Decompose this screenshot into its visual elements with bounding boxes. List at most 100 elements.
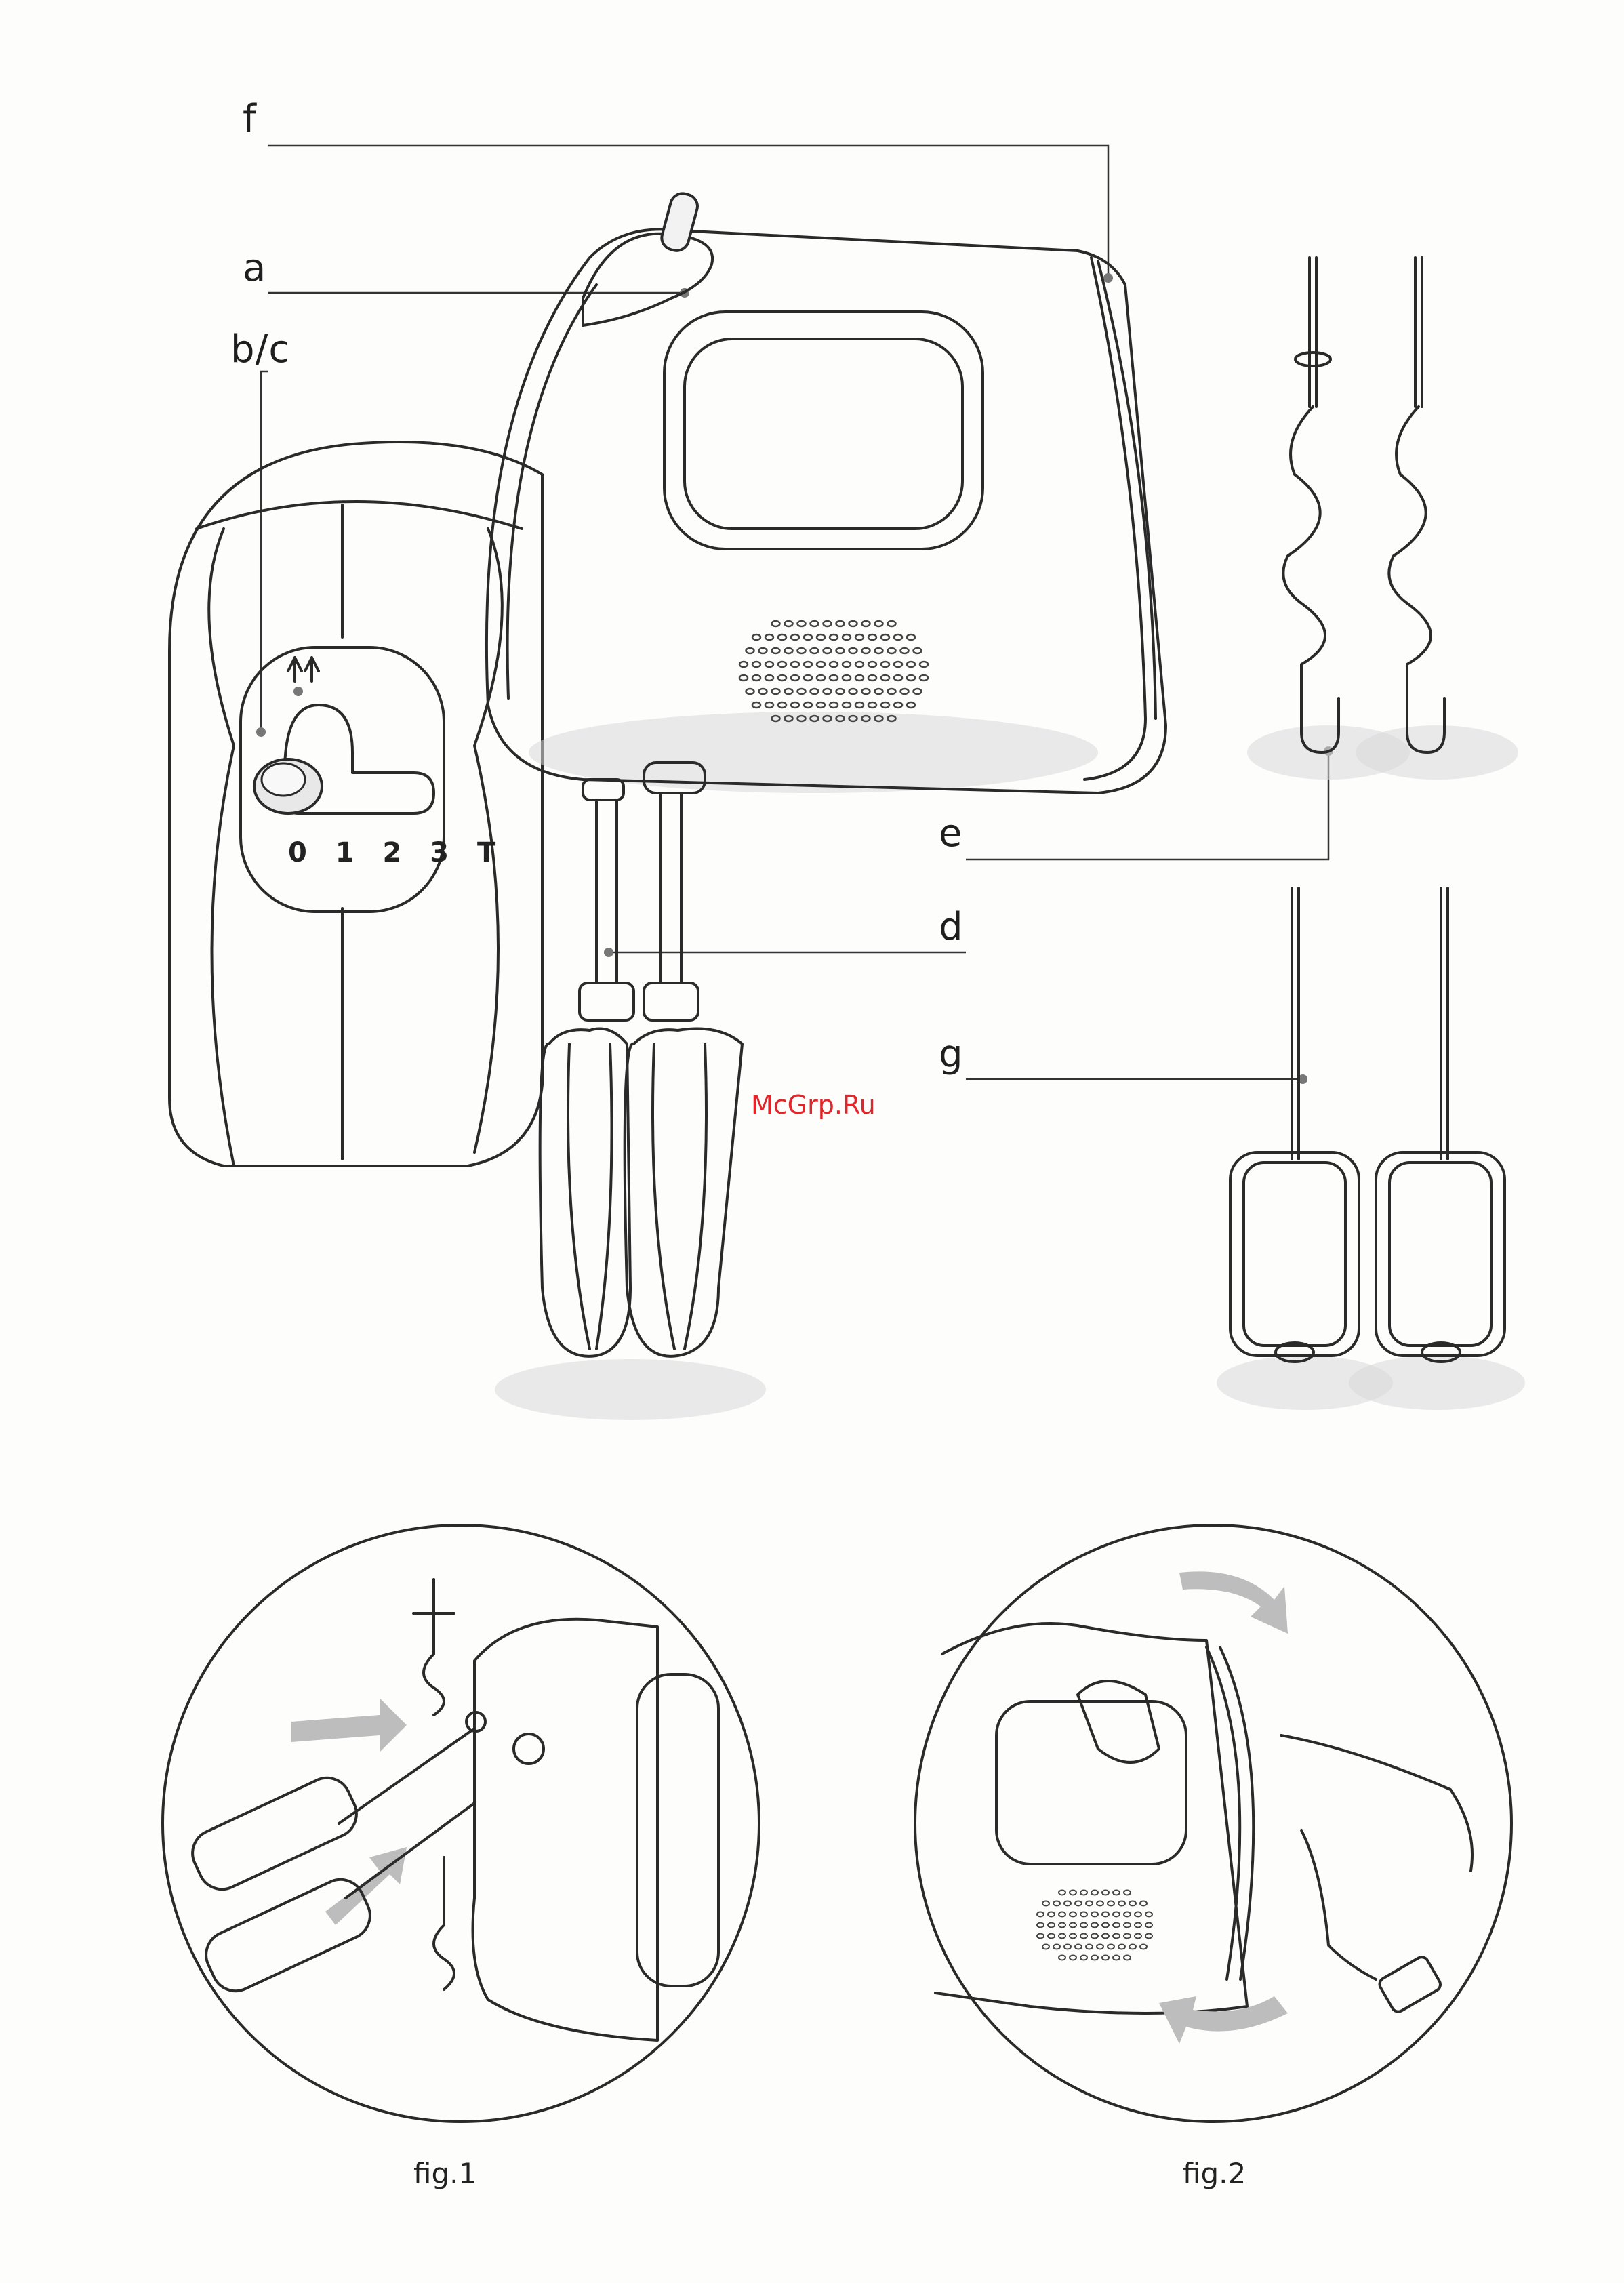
vent-hole <box>1048 1923 1055 1928</box>
vent-hole <box>759 689 767 694</box>
switch-detail-inset <box>169 442 542 1166</box>
vent-hole <box>1037 1912 1044 1917</box>
vent-hole <box>817 634 825 640</box>
vent-hole <box>875 621 883 626</box>
vent-hole <box>752 675 760 681</box>
caption-fig1: fig.1 <box>413 2157 476 2190</box>
vent-hole <box>1124 1891 1131 1895</box>
vent-hole <box>1064 1901 1071 1906</box>
vent-hole <box>1108 1945 1114 1949</box>
vent-hole <box>1145 1934 1152 1939</box>
vent-hole <box>1113 1956 1120 1960</box>
vent-hole <box>791 675 799 681</box>
dough-hooks <box>1247 258 1518 780</box>
vent-hole <box>894 675 902 681</box>
vent-hole <box>804 675 812 681</box>
vent-hole <box>772 621 780 626</box>
watermark: McGrp.Ru <box>751 1090 876 1120</box>
vent-hole <box>1080 1934 1087 1939</box>
vent-hole <box>914 689 922 694</box>
vent-hole <box>1070 1891 1076 1895</box>
hand-mixer-main <box>487 190 1166 793</box>
vent-hole <box>1135 1934 1141 1939</box>
vent-hole <box>868 675 876 681</box>
vent-hole <box>1037 1934 1044 1939</box>
vent-hole <box>798 689 806 694</box>
vent-hole <box>1053 1945 1060 1949</box>
vent-hole <box>868 662 876 667</box>
vent-hole <box>1059 1934 1065 1939</box>
vent-hole <box>901 648 909 653</box>
vent-hole <box>875 689 883 694</box>
vent-hole <box>881 702 889 708</box>
vent-hole <box>778 675 786 681</box>
vent-hole <box>875 648 883 653</box>
vent-hole <box>843 675 851 681</box>
vent-hole <box>1145 1912 1152 1917</box>
mixer-beaters <box>495 763 766 1420</box>
vent-hole <box>1048 1912 1055 1917</box>
vent-hole <box>920 662 928 667</box>
vent-hole <box>855 702 864 708</box>
vent-hole <box>855 675 864 681</box>
vent-hole <box>778 662 786 667</box>
vent-hole <box>843 662 851 667</box>
vent-hole <box>862 689 870 694</box>
vent-hole <box>849 648 857 653</box>
label-bc: b/c <box>230 331 290 369</box>
vent-hole <box>752 702 760 708</box>
vent-hole <box>1059 1923 1065 1928</box>
vent-hole <box>862 648 870 653</box>
vent-hole <box>849 621 857 626</box>
speed-dial-markings: 0 1 2 3 T <box>288 837 505 868</box>
vent-hole <box>804 662 812 667</box>
vent-hole <box>836 689 845 694</box>
vent-hole <box>824 689 832 694</box>
vent-hole <box>765 634 773 640</box>
vent-hole <box>1080 1923 1087 1928</box>
vent-hole <box>772 689 780 694</box>
vent-hole <box>1059 1891 1065 1895</box>
vent-hole <box>1135 1912 1141 1917</box>
vent-hole <box>1124 1923 1131 1928</box>
vent-hole <box>862 621 870 626</box>
vent-hole <box>1140 1945 1147 1949</box>
label-g: g <box>939 1036 964 1074</box>
vent-hole <box>1091 1912 1098 1917</box>
vent-hole <box>1091 1956 1098 1960</box>
vent-hole <box>881 675 889 681</box>
vent-grille <box>739 621 928 721</box>
vent-hole <box>907 662 915 667</box>
vent-hole <box>1113 1891 1120 1895</box>
vent-hole <box>1075 1901 1082 1906</box>
vent-hole <box>868 702 876 708</box>
label-a: a <box>243 249 266 287</box>
vent-hole <box>907 702 915 708</box>
caption-fig2: fig.2 <box>1183 2157 1246 2190</box>
vent-hole <box>830 675 838 681</box>
vent-hole <box>1129 1901 1136 1906</box>
vent-hole <box>1070 1956 1076 1960</box>
vent-hole <box>855 634 864 640</box>
figure-2 <box>915 1525 1511 2122</box>
vent-hole <box>1124 1934 1131 1939</box>
vent-hole <box>1059 1956 1065 1960</box>
vent-hole <box>1080 1912 1087 1917</box>
vent-hole <box>881 634 889 640</box>
leader-bc <box>261 371 268 731</box>
vent-hole <box>1097 1901 1103 1906</box>
vent-hole <box>1124 1912 1131 1917</box>
vent-hole <box>1059 1912 1065 1917</box>
vent-hole <box>1102 1956 1109 1960</box>
vent-hole <box>1053 1901 1060 1906</box>
vent-hole <box>778 634 786 640</box>
vent-hole <box>811 648 819 653</box>
vent-hole <box>901 689 909 694</box>
vent-hole <box>798 621 806 626</box>
label-e: e <box>939 815 962 853</box>
vent-hole <box>824 621 832 626</box>
vent-hole <box>772 648 780 653</box>
vent-hole <box>1118 1945 1125 1949</box>
vent-hole <box>778 702 786 708</box>
